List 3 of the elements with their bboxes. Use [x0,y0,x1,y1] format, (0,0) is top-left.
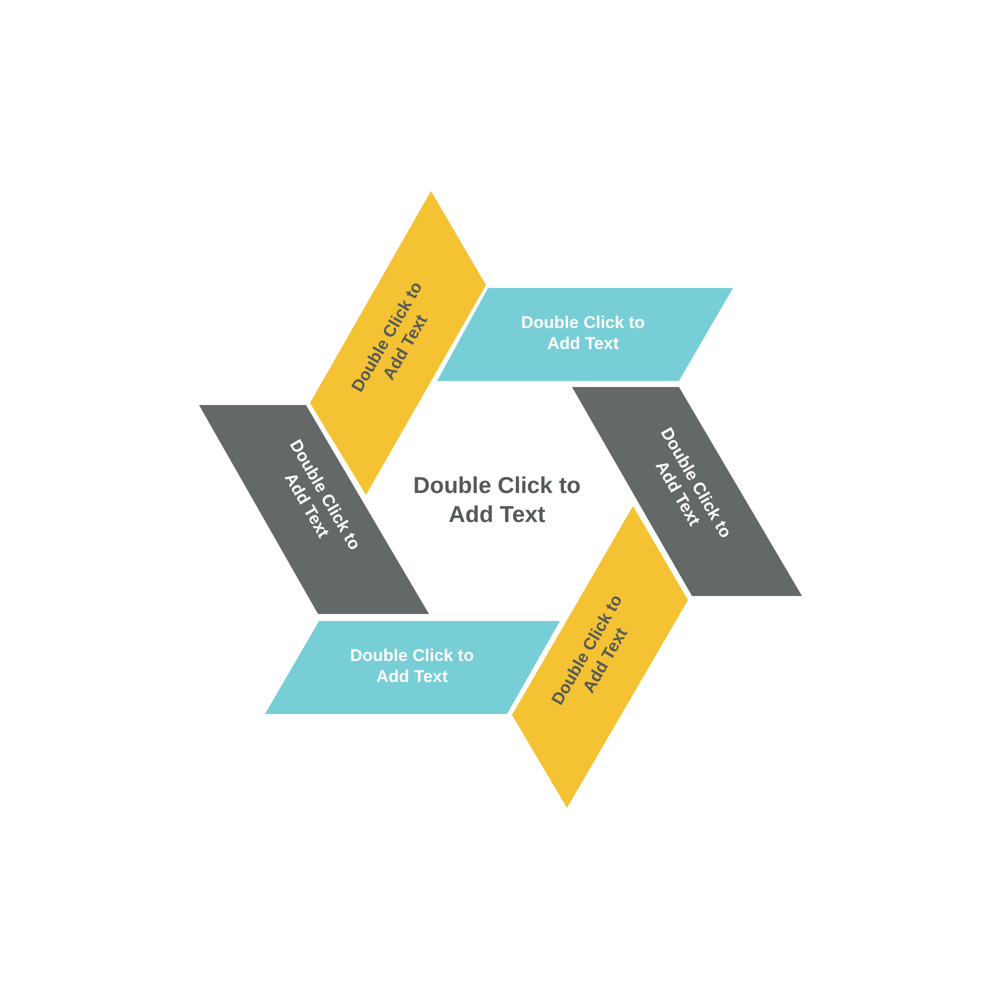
shape-label: Double Click to Add Text [349,645,475,687]
center-label: Double Click to Add Text [412,471,582,529]
shape-label: Double Click to Add Text [520,312,646,354]
